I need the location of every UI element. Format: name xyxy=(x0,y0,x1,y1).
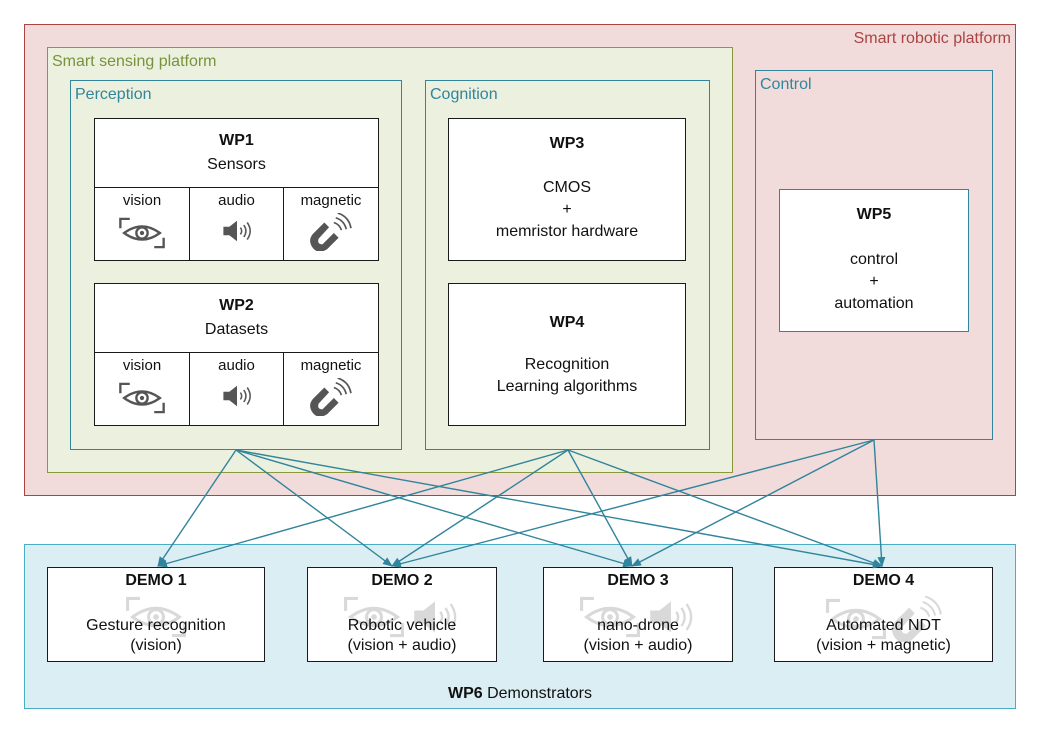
wp5-title: WP5 xyxy=(856,206,892,223)
wp5-line2: + xyxy=(869,273,879,290)
demo-3-box: DEMO 3 nano-drone (vision + audio) xyxy=(543,567,733,662)
demo-1-title: DEMO 1 xyxy=(125,572,187,589)
arrow-control-to-demo-2 xyxy=(391,439,875,568)
wp2-magnetic-label: magnetic xyxy=(300,357,362,374)
wp1-vision-label: vision xyxy=(122,192,162,209)
wp4-line1: Recognition xyxy=(524,356,610,373)
wp1-box: WP1 Sensors vision audio magnetic xyxy=(94,118,379,261)
wp1-cell-audio: audio xyxy=(190,187,284,260)
control-label: Control xyxy=(760,76,812,93)
arrow-cognition-to-demo-1 xyxy=(157,449,569,568)
arrow-cognition-to-demo-2 xyxy=(391,449,569,567)
demo-3-line2: (vision + audio) xyxy=(583,637,693,654)
smart-sensing-platform-label: Smart sensing platform xyxy=(52,53,217,70)
demo-4-line1: Automated NDT xyxy=(826,617,941,634)
arrow-cognition-to-demo-3 xyxy=(567,449,633,567)
arrow-control-to-demo-3 xyxy=(631,439,875,567)
arrow-perception-to-demo-4 xyxy=(235,449,883,569)
wp5-line3: automation xyxy=(834,295,914,312)
wp3-title: WP3 xyxy=(549,135,585,152)
wp2-title: WP2 xyxy=(219,297,254,314)
arrow-control-to-demo-4 xyxy=(873,439,886,567)
wp2-cell-vision: vision xyxy=(95,352,190,425)
demo-4-title: DEMO 4 xyxy=(852,572,915,589)
wp2-audio-label: audio xyxy=(218,357,255,374)
wp2-box: WP2 Datasets vision audio magnetic xyxy=(94,283,379,426)
wp3-box: WP3 CMOS + memristor hardware xyxy=(448,118,686,261)
arrow-perception-to-demo-3 xyxy=(235,449,633,568)
cognition-label: Cognition xyxy=(430,86,498,103)
wp1-cell-magnetic: magnetic xyxy=(284,187,378,260)
demo-2-line2: (vision + audio) xyxy=(347,637,457,654)
wp2-vision-label: vision xyxy=(122,357,162,374)
demo-2-line1: Robotic vehicle xyxy=(347,617,457,634)
wp2-subtitle: Datasets xyxy=(204,321,269,338)
demo-3-title: DEMO 3 xyxy=(607,572,669,589)
smart-robotic-platform-label: Smart robotic platform xyxy=(853,30,1011,47)
wp1-magnetic-label: magnetic xyxy=(300,192,362,209)
perception-label: Perception xyxy=(75,86,152,103)
wp1-cell-divider xyxy=(95,187,378,188)
wp3-line1: CMOS xyxy=(543,179,591,196)
arrow-cognition-to-demo-4 xyxy=(567,449,883,567)
demo-2-box: DEMO 2 Robotic vehicle (vision + audio) xyxy=(307,567,497,662)
control-region: Control xyxy=(755,70,993,440)
arrow-perception-to-demo-1 xyxy=(157,449,237,567)
wp3-line3: memristor hardware xyxy=(495,223,639,240)
wp4-line2: Learning algorithms xyxy=(496,378,638,395)
demo-1-line1: Gesture recognition xyxy=(86,617,226,634)
demo-4-box: DEMO 4 Automated NDT (vision + magnetic) xyxy=(774,567,993,662)
demo-2-title: DEMO 2 xyxy=(371,572,433,589)
wp2-cell-magnetic: magnetic xyxy=(284,352,378,425)
wp1-cell-vision: vision xyxy=(95,187,190,260)
perception-region: Perception xyxy=(70,80,402,450)
wp3-line2: + xyxy=(562,201,572,218)
demonstrators-label-rest: Demonstrators xyxy=(482,685,593,702)
arrow-perception-to-demo-2 xyxy=(235,449,393,567)
wp5-line1: control xyxy=(849,251,899,268)
demo-3-line1: nano-drone xyxy=(597,617,679,634)
wp4-title: WP4 xyxy=(549,314,585,331)
wp1-subtitle: Sensors xyxy=(207,156,266,173)
demo-4-line2: (vision + magnetic) xyxy=(816,637,951,654)
wp4-box: WP4 Recognition Learning algorithms xyxy=(448,283,686,426)
wp5-box: WP5 control + automation xyxy=(779,189,969,332)
wp2-cell-audio: audio xyxy=(190,352,284,425)
demo-1-line2: (vision) xyxy=(130,637,182,654)
wp1-audio-label: audio xyxy=(218,192,255,209)
demonstrators-label: WP6 Demonstrators xyxy=(25,685,1015,703)
wp2-cell-divider xyxy=(95,352,378,353)
demo-1-box: DEMO 1 Gesture recognition (vision) xyxy=(47,567,265,662)
demonstrators-label-bold: WP6 xyxy=(447,685,483,702)
wp1-title: WP1 xyxy=(219,132,254,149)
